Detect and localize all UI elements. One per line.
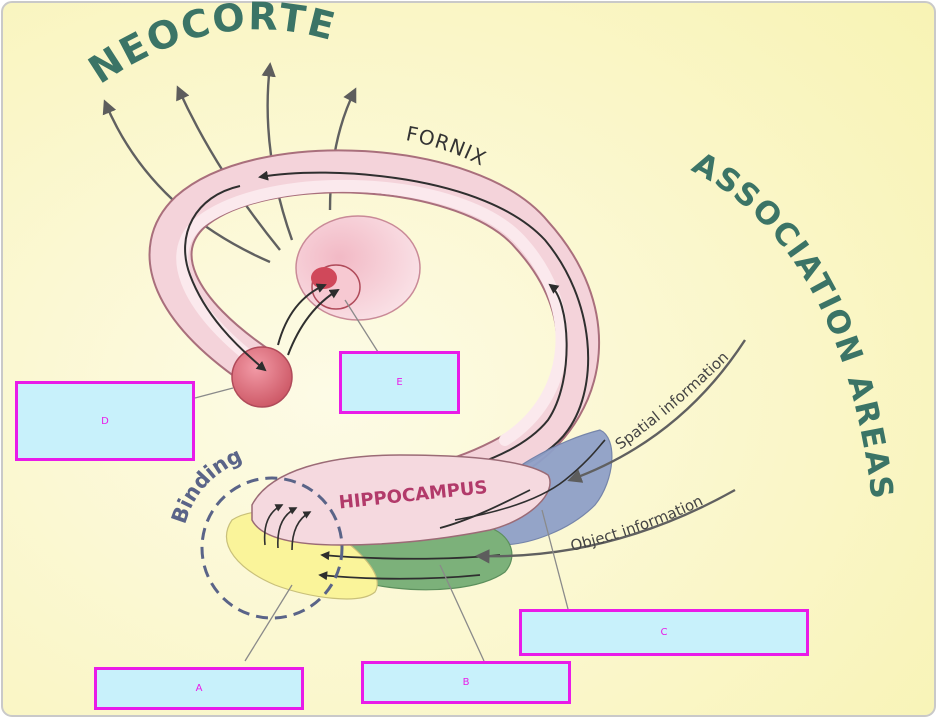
nucleus-d xyxy=(231,346,293,408)
hippocampus xyxy=(251,454,551,546)
nucleus-e-core xyxy=(311,267,337,289)
answer-box-e-label: E xyxy=(396,377,403,388)
answer-box-b[interactable]: B xyxy=(361,661,571,704)
mammillary-body xyxy=(295,215,421,321)
answer-box-a-label: A xyxy=(195,683,203,694)
input-arrows xyxy=(475,339,747,564)
answer-box-a[interactable]: A xyxy=(94,667,304,710)
answer-box-d-label: D xyxy=(101,415,109,427)
answer-box-c[interactable]: C xyxy=(519,609,809,656)
binding-circle xyxy=(200,476,344,620)
answer-box-e[interactable]: E xyxy=(339,351,460,414)
binding-arrows xyxy=(263,504,312,551)
answer-box-c-label: C xyxy=(660,627,668,638)
answer-box-d[interactable]: D xyxy=(15,381,195,461)
answer-box-b-label: B xyxy=(462,677,470,688)
neocortex-projection-arrows xyxy=(102,62,357,264)
leader-lines xyxy=(194,299,569,662)
